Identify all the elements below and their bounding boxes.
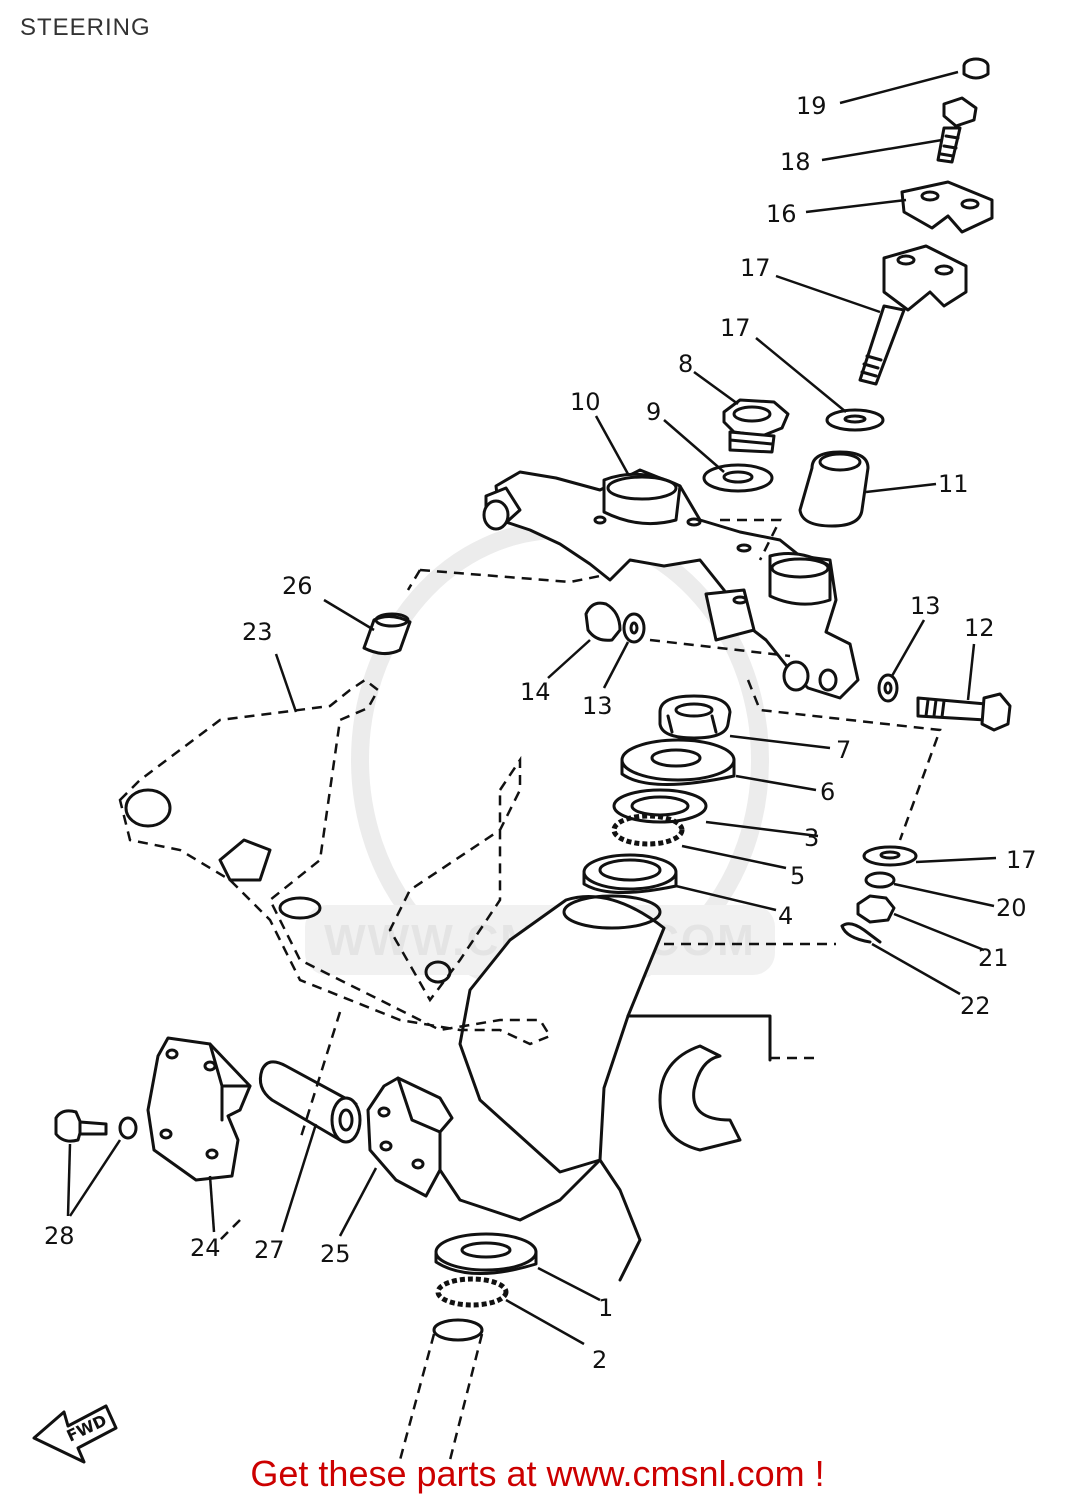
callout-28: 28 [44,1222,75,1250]
callout-25: 25 [320,1240,351,1268]
callout-26: 26 [282,572,313,600]
callout-21: 18 [780,148,811,176]
part-bolt-28 [54,1109,138,1143]
callout-7: 7 [836,736,851,764]
shop-link[interactable]: Get these parts at www.cmsnl.com ! [250,1453,825,1494]
part-holder-15 [900,180,994,234]
part-race-3 [612,788,708,824]
part-spring-washer-18 [864,871,896,889]
callout-13-left: 13 [582,692,613,720]
part-upper-bracket-10 [482,468,860,700]
part-pipe-27 [258,1060,362,1144]
callout-8: 8 [678,350,693,378]
part-washer-17-right [862,845,918,867]
callout-16: 17 [740,254,771,282]
callout-17-upper: 17 [720,314,751,342]
part-collar-26 [362,612,412,655]
part-washer-6 [620,738,736,787]
part-cap-22 [962,57,990,80]
part-washer-17 [825,408,885,432]
callout-10: 10 [570,388,601,416]
callout-18: 20 [996,894,1027,922]
callout-20: 22 [960,992,991,1020]
callout-11: 11 [938,470,969,498]
callout-12: 12 [964,614,995,642]
callout-22: 19 [796,92,827,120]
callout-27: 27 [254,1236,285,1264]
part-bracket-23 [118,568,601,1046]
part-pin-20 [840,922,882,944]
part-race-1 [434,1232,538,1276]
page-title: STEERING [20,14,151,41]
callout-4: 4 [778,902,793,930]
callout-23: 23 [242,618,273,646]
part-holder-16 [858,244,968,386]
part-capnut-14 [584,601,622,642]
part-ball-2 [435,1276,509,1308]
callout-13-right: 13 [910,592,941,620]
callout-3: 3 [804,824,819,852]
callout-2: 2 [592,1346,607,1374]
part-washer-13-left [622,612,646,644]
callout-24: 24 [190,1234,221,1262]
callout-17-right: 17 [1006,846,1037,874]
part-bolt-12 [916,692,1012,732]
part-bearing-4 [582,853,678,894]
callout-6: 6 [820,778,835,806]
callout-5: 5 [790,862,805,890]
part-plate-24 [146,1036,252,1182]
callout-1: 1 [598,1294,613,1322]
part-nut-8 [722,398,790,454]
part-bushing-11 [798,450,870,528]
part-ringnut-7 [658,694,732,740]
callout-labels: 19 18 16 17 17 8 9 10 11 13 12 14 13 7 6… [44,92,1037,1374]
part-stem [398,1318,484,1461]
part-ball-5 [611,813,685,847]
part-washer-13-right [877,673,899,703]
part-frame-head [438,894,836,1282]
callout-15: 16 [766,200,797,228]
part-plate-25 [366,1076,454,1198]
leader-lines [66,70,997,1346]
part-bolt-21 [936,96,978,164]
callout-14: 14 [520,678,551,706]
part-washer-9 [702,463,774,493]
callout-9: 9 [646,398,661,426]
part-nut-19 [856,894,896,924]
callout-19: 21 [978,944,1009,972]
